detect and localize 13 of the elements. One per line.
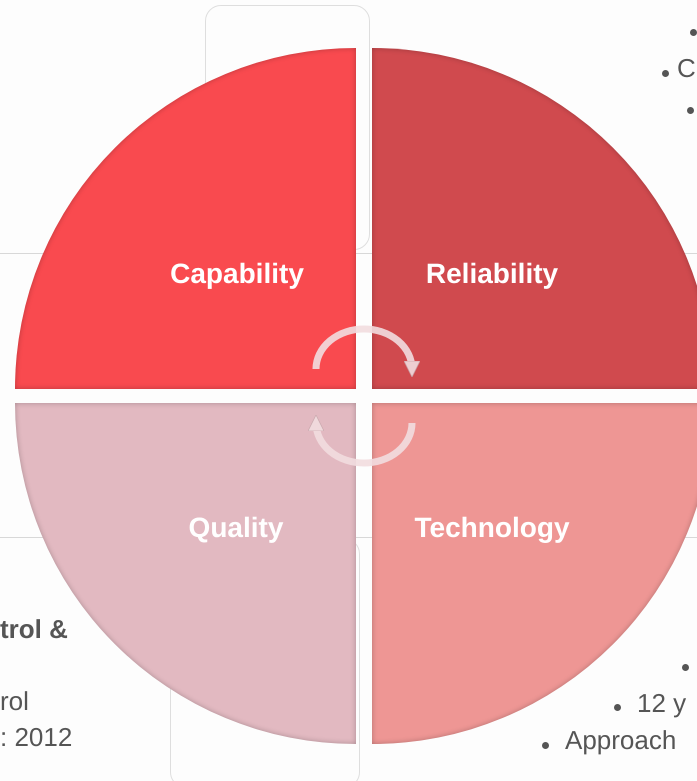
text-fragment: Approach — [565, 727, 676, 753]
text-fragment: rol — [0, 688, 29, 714]
cycle-arrow — [312, 326, 420, 378]
segment-label: Capability — [170, 257, 304, 291]
segment-label: Reliability — [426, 257, 558, 291]
segment-label: Quality — [188, 511, 284, 545]
text-fragment: trol & — [0, 616, 68, 642]
quadrant-segment — [372, 48, 697, 389]
text-fragment: C — [677, 55, 696, 81]
cycle-arrow — [308, 414, 416, 466]
segment-label: Technology — [414, 511, 570, 545]
text-fragment: : 2012 — [0, 724, 72, 750]
text-fragment: 12 y — [637, 690, 686, 716]
